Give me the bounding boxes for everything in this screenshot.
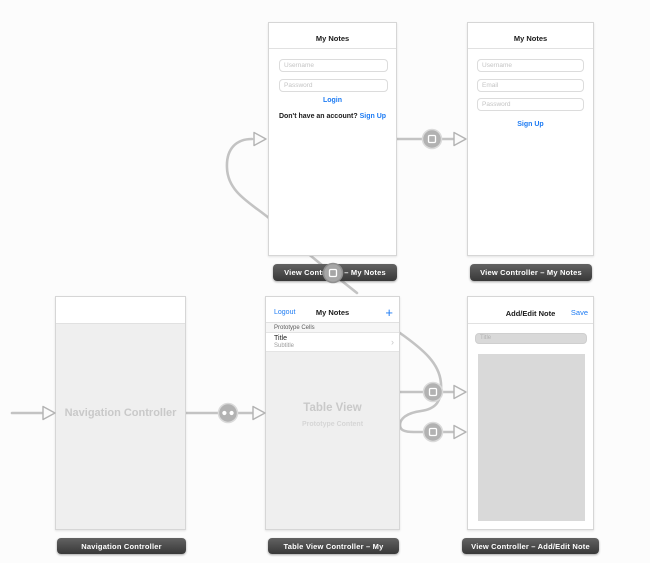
signup-username-input[interactable] <box>477 59 584 72</box>
signup-link[interactable]: Sign Up <box>359 113 387 120</box>
table-body <box>266 352 399 529</box>
cell-subtitle: Subtitle <box>274 343 295 349</box>
addedit-scene[interactable]: Add/Edit Note Save Title <box>467 296 594 530</box>
logout-segue-badge[interactable] <box>322 262 344 284</box>
login-button[interactable]: Login <box>322 97 343 104</box>
addedit-scene-label-text: View Controller – Add/Edit Note <box>471 541 590 551</box>
add-note-segue-badge[interactable] <box>422 381 444 403</box>
table-title: My Notes <box>315 308 350 317</box>
signup-segue-badge[interactable] <box>421 128 443 150</box>
note-title-field[interactable]: Title <box>475 333 587 344</box>
disclosure-chevron-icon: › <box>391 337 394 347</box>
signup-password-input[interactable] <box>477 98 584 111</box>
addedit-navbar: Add/Edit Note Save <box>468 297 593 324</box>
nav-body <box>56 324 185 529</box>
signup-title: My Notes <box>513 34 548 43</box>
logout-button[interactable]: Logout <box>274 309 296 316</box>
navigation-scene-label[interactable]: Navigation Controller <box>57 538 186 554</box>
addedit-title: Add/Edit Note <box>505 309 556 318</box>
nav-navbar <box>56 297 185 324</box>
add-button[interactable]: + <box>385 305 393 320</box>
edit-note-segue-badge[interactable] <box>422 421 444 443</box>
table-scene-label[interactable]: Table View Controller – My <box>268 538 399 554</box>
relationship-badge[interactable] <box>217 402 239 424</box>
signup-button[interactable]: Sign Up <box>517 121 544 128</box>
note-title-placeholder: Title <box>480 335 492 341</box>
table-view-scene[interactable]: Logout My Notes + Prototype Cells Title … <box>265 296 400 530</box>
prototype-cells-header: Prototype Cells <box>266 323 399 333</box>
nav-watermark: Navigation Controller <box>64 407 177 419</box>
edit-note-segue-line <box>398 331 457 434</box>
save-button[interactable]: Save <box>570 308 588 317</box>
login-title: My Notes <box>315 34 350 43</box>
signup-scene-label-text: View Controller – My Notes <box>480 268 582 277</box>
username-input[interactable] <box>279 59 388 72</box>
navigation-scene-label-text: Navigation Controller <box>81 541 162 551</box>
signup-scene[interactable]: My Notes Sign Up <box>467 22 594 256</box>
navigation-controller-scene[interactable]: Navigation Controller <box>55 296 186 530</box>
addedit-scene-label[interactable]: View Controller – Add/Edit Note <box>462 538 599 554</box>
prompt-text: Don't have an account? <box>278 113 358 120</box>
table-navbar: Logout My Notes + <box>266 297 399 323</box>
signup-email-input[interactable] <box>477 79 584 92</box>
signup-prompt: Don't have an account? Sign Up <box>269 113 396 120</box>
note-text-view[interactable] <box>478 354 585 521</box>
cell-title: Title <box>274 335 287 342</box>
table-watermark: Table View <box>303 402 362 414</box>
table-scene-label-text: Table View Controller – My <box>283 541 384 551</box>
password-input[interactable] <box>279 79 388 92</box>
login-navbar: My Notes <box>269 23 396 49</box>
prototype-cell[interactable]: Title Subtitle › <box>266 333 399 352</box>
table-watermark-sub: Prototype Content <box>301 421 364 428</box>
signup-navbar: My Notes <box>468 23 593 49</box>
signup-scene-label[interactable]: View Controller – My Notes <box>470 264 592 281</box>
login-scene[interactable]: My Notes Login Don't have an account? Si… <box>268 22 397 256</box>
